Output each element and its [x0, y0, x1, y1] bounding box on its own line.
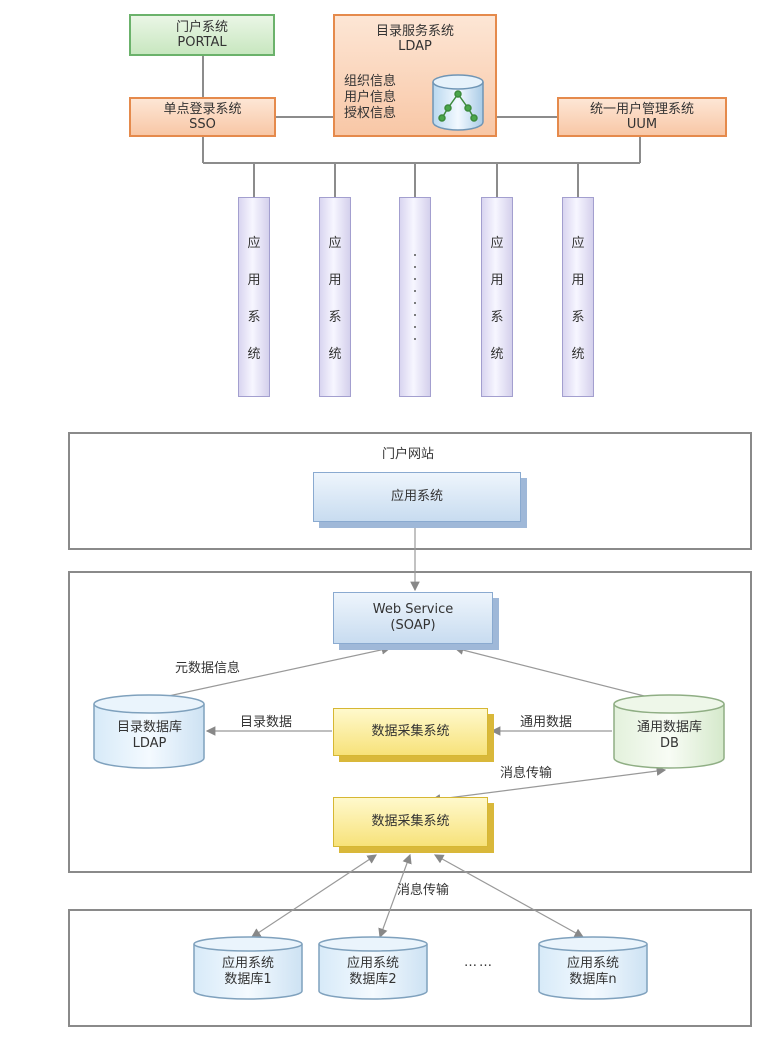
app-system-pillar-2: 应 用 系 统	[319, 197, 351, 397]
pillar-char: 用	[328, 273, 342, 288]
database-tree-icon	[432, 74, 484, 131]
pillar-char: 用	[571, 273, 585, 288]
pillar-char: 应	[490, 236, 504, 251]
ldap-info-auth: 授权信息	[344, 106, 397, 121]
app-system-box: 应用系统	[313, 472, 521, 522]
ldap-service-sublabel: LDAP	[398, 39, 432, 54]
app-system-pillar-ellipsis	[399, 197, 431, 397]
directory-data-label: 目录数据	[240, 715, 293, 730]
directory-database-sublabel: LDAP	[132, 736, 167, 751]
app-database-n-text: 应用系统 数据库n	[537, 952, 649, 992]
app-system-label: 应用系统	[390, 489, 443, 504]
pillar-char: 统	[328, 347, 342, 362]
app-database-1-label: 应用系统	[221, 956, 274, 971]
pillar-char: 统	[490, 347, 504, 362]
ldap-info-user: 用户信息	[344, 90, 397, 105]
portal-system-box: 门户系统 PORTAL	[129, 14, 275, 56]
common-database-text: 通用数据库 DB	[612, 714, 727, 758]
common-database-sublabel: DB	[660, 736, 679, 751]
app-database-2-text: 应用系统 数据库2	[317, 952, 429, 992]
databases-ellipsis: ……	[464, 955, 494, 970]
app-system-pillar-1: 应 用 系 统	[238, 197, 270, 397]
app-database-2-cylinder	[318, 936, 428, 1000]
ldap-info-org: 组织信息	[344, 74, 397, 89]
app-database-1-text: 应用系统 数据库1	[192, 952, 304, 992]
data-collection-label-1: 数据采集系统	[371, 724, 450, 739]
directory-database-label: 目录数据库	[116, 720, 182, 735]
portal-site-label: 门户网站	[382, 447, 435, 462]
vertical-ellipsis-icon	[414, 254, 416, 340]
data-collection-system-box-2: 数据采集系统	[333, 797, 488, 847]
sso-sublabel: SSO	[189, 117, 216, 132]
sso-label: 单点登录系统	[163, 102, 242, 117]
pillar-char: 应	[247, 236, 261, 251]
pillar-char: 系	[490, 310, 504, 325]
app-database-n-label: 应用系统	[566, 956, 619, 971]
uum-box: 统一用户管理系统 UUM	[557, 97, 727, 137]
data-collection-label-2: 数据采集系统	[371, 814, 450, 829]
web-service-label: Web Service	[372, 602, 454, 617]
ldap-service-label: 目录服务系统	[375, 24, 454, 39]
web-service-sublabel: (SOAP)	[390, 618, 436, 633]
portal-system-label: 门户系统	[175, 20, 228, 35]
top-connector-lines	[202, 55, 641, 197]
app-database-1-sublabel: 数据库1	[224, 972, 272, 987]
pillar-char: 统	[571, 347, 585, 362]
pillar-char: 系	[328, 310, 342, 325]
directory-database-cylinder	[93, 694, 205, 769]
app-database-2-label: 应用系统	[346, 956, 399, 971]
portal-system-sublabel: PORTAL	[177, 35, 227, 50]
common-database-cylinder	[613, 694, 725, 769]
pillar-char: 统	[247, 347, 261, 362]
directory-database-text: 目录数据库 LDAP	[92, 714, 207, 758]
pillar-char: 系	[247, 310, 261, 325]
pillar-char: 应	[571, 236, 585, 251]
common-database-label: 通用数据库	[636, 720, 702, 735]
app-system-pillar-3: 应 用 系 统	[481, 197, 513, 397]
uum-label: 统一用户管理系统	[589, 102, 694, 117]
metadata-info-label: 元数据信息	[175, 661, 241, 676]
common-data-label: 通用数据	[520, 715, 573, 730]
pillar-char: 用	[490, 273, 504, 288]
uum-sublabel: UUM	[626, 117, 658, 132]
pillar-char: 用	[247, 273, 261, 288]
ldap-info-list: 组织信息 用户信息 授权信息	[344, 74, 396, 122]
app-database-1-cylinder	[193, 936, 303, 1000]
app-database-n-sublabel: 数据库n	[569, 972, 617, 987]
message-transfer-label-2: 消息传输	[397, 883, 450, 898]
message-transfer-label-1: 消息传输	[500, 766, 553, 781]
app-database-2-sublabel: 数据库2	[349, 972, 397, 987]
app-database-n-cylinder	[538, 936, 648, 1000]
web-service-box: Web Service (SOAP)	[333, 592, 493, 644]
pillar-char: 系	[571, 310, 585, 325]
data-collection-system-box-1: 数据采集系统	[333, 708, 488, 756]
app-system-pillar-4: 应 用 系 统	[562, 197, 594, 397]
pillar-char: 应	[328, 236, 342, 251]
sso-box: 单点登录系统 SSO	[129, 97, 276, 137]
